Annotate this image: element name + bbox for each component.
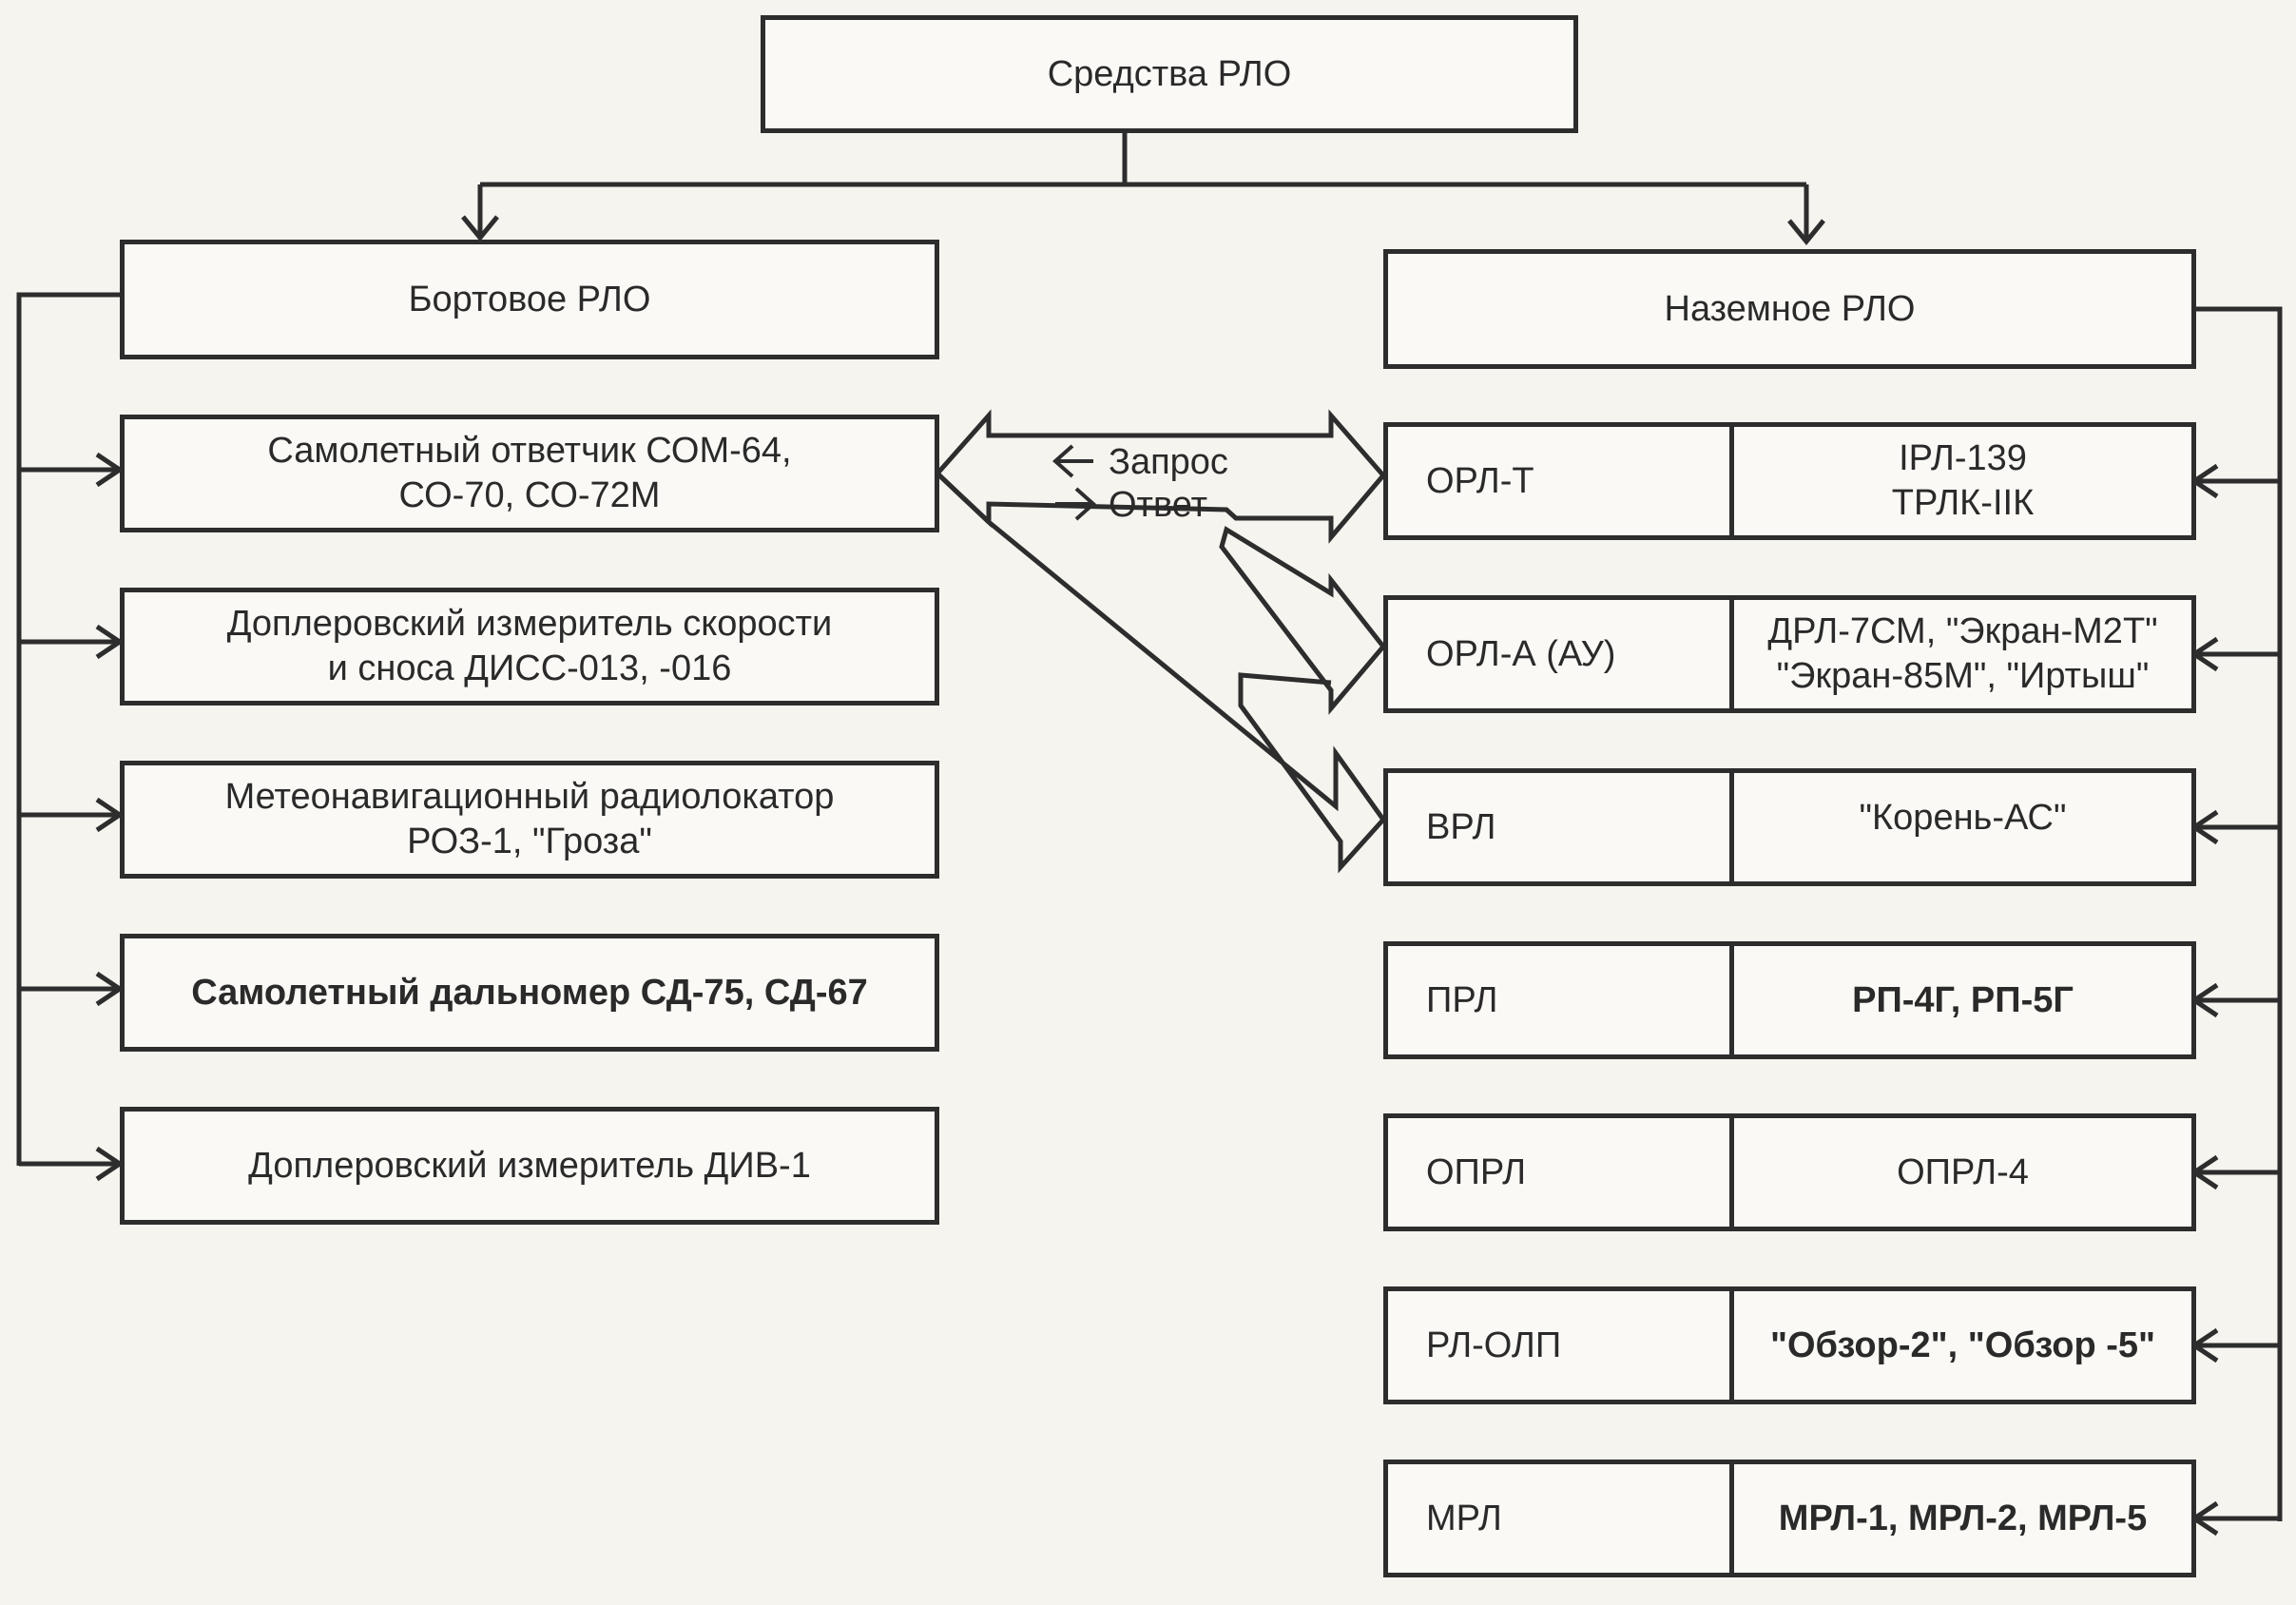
onboard-item-text: Самолетный дальномер СД-75, СД-67: [191, 972, 868, 1013]
onboard-title: Бортовое РЛО: [408, 279, 651, 319]
response-arrow-srl: [936, 472, 1387, 874]
onboard-item: Доплеровский измеритель ДИВ-1: [120, 1107, 939, 1225]
ground-item: ОРЛ-А (АУ) ДРЛ-7СМ, "Экран-М2Т" "Экран-8…: [1383, 595, 2196, 713]
onboard-item: Самолетный дальномер СД-75, СД-67: [120, 934, 939, 1052]
ground-item: ВРЛ "Корень-АС": [1383, 768, 2196, 886]
onboard-bus-line: [16, 292, 121, 1166]
onboard-header: Бортовое РЛО: [120, 240, 939, 359]
request-label: Запрос: [1109, 442, 1228, 482]
root-node: Средства РЛО: [761, 15, 1578, 133]
ground-item: МРЛ МРЛ-1, МРЛ-2, МРЛ-5: [1383, 1460, 2196, 1577]
onboard-item-text: Метеонавигационный радиолокатор РОЗ-1, "…: [224, 777, 835, 861]
request-response-arrow: [934, 409, 1387, 544]
onboard-item-text: Самолетный ответчик СОМ-64, СО-70, СО-72…: [267, 431, 792, 515]
ground-item: ОПРЛ ОПРЛ-4: [1383, 1113, 2196, 1231]
onboard-item: Метеонавигационный радиолокатор РОЗ-1, "…: [120, 761, 939, 879]
response-arrow-dme: [1219, 526, 1387, 715]
ground-item-models: IРЛ-139 ТРЛК-IIК: [1891, 438, 2035, 523]
onboard-item: Самолетный ответчик СОМ-64, СО-70, СО-72…: [120, 415, 939, 532]
response-label: Ответ: [1109, 485, 1207, 525]
ground-title: Наземное РЛО: [1664, 288, 1916, 329]
ground-item: ПРЛ РП-4Г, РП-5Г: [1383, 941, 2196, 1059]
ground-item-type: ВРЛ: [1388, 773, 1734, 881]
ground-item-models: "Корень-АС": [1859, 798, 2067, 838]
ground-item-models: "Обзор-2", "Обзор -5": [1769, 1325, 2156, 1365]
arrowhead-onboard: [461, 215, 499, 242]
ground-item: РЛ-ОЛП "Обзор-2", "Обзор -5": [1383, 1286, 2196, 1404]
ground-item-type: ПРЛ: [1388, 946, 1734, 1054]
ground-item-type: ОПРЛ: [1388, 1118, 1734, 1227]
ground-item-type: ОРЛ-А (АУ): [1388, 600, 1734, 708]
onboard-item-text: Доплеровский измеритель скорости и сноса…: [226, 604, 833, 688]
onboard-item-text: Доплеровский измеритель ДИВ-1: [248, 1145, 811, 1186]
arrowhead-ground: [1787, 219, 1825, 245]
ground-header: Наземное РЛО: [1383, 249, 2196, 369]
ground-item: ОРЛ-Т IРЛ-139 ТРЛК-IIК: [1383, 422, 2196, 540]
response-legend-arrow: [1055, 487, 1097, 521]
ground-item-models: РП-4Г, РП-5Г: [1852, 979, 2074, 1020]
ground-bus-line: [2196, 306, 2283, 1521]
root-title: Средства РЛО: [1047, 53, 1292, 94]
ground-item-models: ОПРЛ-4: [1897, 1151, 2029, 1192]
ground-item-models: ДРЛ-7СМ, "Экран-М2Т" "Экран-85М", "Иртыш…: [1767, 611, 2158, 696]
ground-item-type: РЛ-ОЛП: [1388, 1291, 1734, 1400]
onboard-item: Доплеровский измеритель скорости и сноса…: [120, 588, 939, 706]
ground-item-models: МРЛ-1, МРЛ-2, МРЛ-5: [1778, 1498, 2148, 1538]
ground-item-type: ОРЛ-Т: [1388, 427, 1734, 535]
request-legend-arrow: [1052, 444, 1093, 478]
ground-item-type: МРЛ: [1388, 1464, 1734, 1573]
